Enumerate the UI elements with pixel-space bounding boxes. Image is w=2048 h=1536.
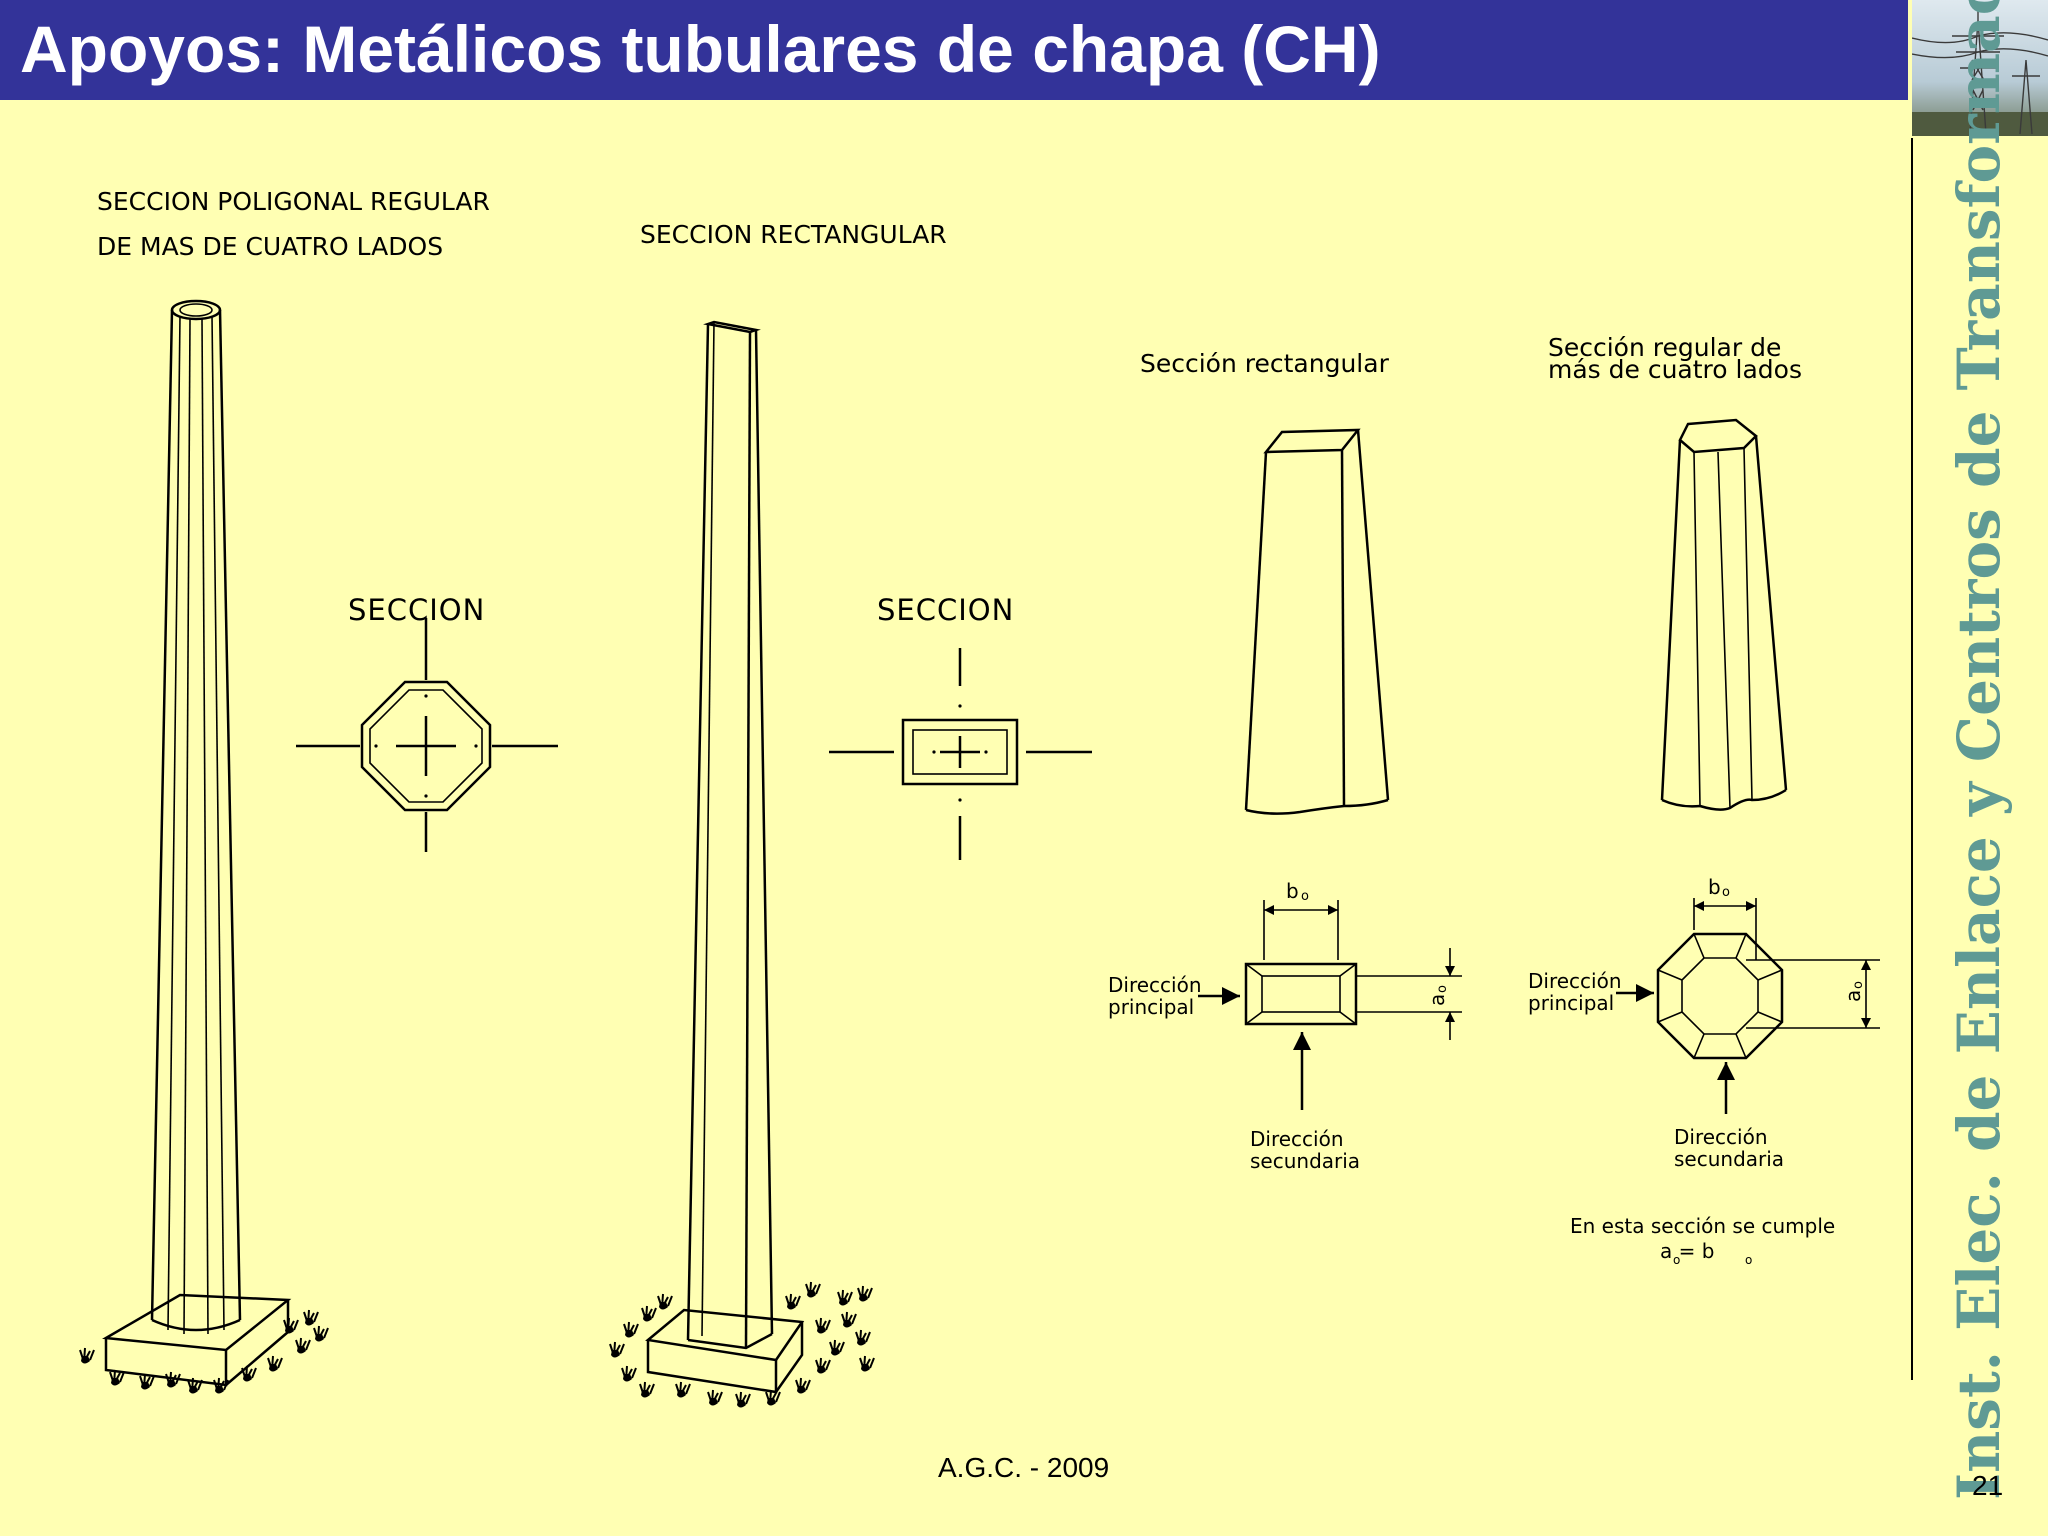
octagon-dimension-diagram <box>1616 898 1880 1114</box>
rect-heading: SECCION RECTANGULAR <box>640 220 947 249</box>
poly-secondary-line-1: Dirección <box>1674 1125 1768 1149</box>
page-number: 21 <box>1972 1470 2004 1501</box>
footer-credit: A.G.C. - 2009 <box>938 1452 1110 1483</box>
power-tower-photo-icon <box>1912 0 2048 136</box>
rect-dim-a-label: a <box>1425 994 1449 1006</box>
poly-secondary-line-2: secundaria <box>1674 1147 1784 1171</box>
rectangle-section <box>829 648 1092 860</box>
poly-dim-b-label: b <box>1708 875 1721 899</box>
rectangular-pole <box>609 320 875 1409</box>
poly-dim-a-label: a <box>1841 990 1865 1002</box>
equality-note-b-sub: o <box>1745 1253 1752 1267</box>
equality-note-line-2: a = b <box>1660 1239 1714 1263</box>
poly-section-title-line-2: más de cuatro lados <box>1548 355 1802 384</box>
polygonal-heading-line-1: SECCION POLIGONAL REGULAR <box>97 187 490 216</box>
technical-drawing: SECCION POLIGONAL REGULAR DE MAS DE CUAT… <box>79 187 1880 1409</box>
rect-principal-line-1: Dirección <box>1108 973 1202 997</box>
polygonal-pole <box>79 299 329 1395</box>
title-bar: Apoyos: Metálicos tubulares de chapa (CH… <box>0 0 1908 100</box>
rect-dim-b-sub: o <box>1301 889 1309 904</box>
poly-principal-line-1: Dirección <box>1528 969 1622 993</box>
side-caption: Inst. Elec. de Enlace y Centros de Trans… <box>1945 0 2013 1500</box>
rect-dim-a-sub: o <box>1435 985 1450 993</box>
poly-dim-a-sub: o <box>1851 981 1866 989</box>
rect-secondary-line-1: Dirección <box>1250 1127 1344 1151</box>
poly-principal-line-2: principal <box>1528 991 1614 1015</box>
rect-principal-line-2: principal <box>1108 995 1194 1019</box>
section-label-1: SECCION <box>348 593 485 627</box>
rect-tapered-pole <box>1244 428 1390 815</box>
rect-secondary-line-2: secundaria <box>1250 1149 1360 1173</box>
section-label-2: SECCION <box>877 593 1014 627</box>
poly-tapered-pole <box>1660 418 1788 811</box>
octagon-section <box>296 618 558 852</box>
side-rule <box>1911 138 1913 1380</box>
equality-note-line-1: En esta sección se cumple <box>1570 1214 1835 1238</box>
equality-note-a-sub: o <box>1673 1253 1680 1267</box>
poly-dim-b-sub: o <box>1722 885 1730 900</box>
rect-section-title: Sección rectangular <box>1140 349 1390 378</box>
poly-section-title-line-1: Sección regular de <box>1548 333 1781 362</box>
slide-title: Apoyos: Metálicos tubulares de chapa (CH… <box>20 12 1381 86</box>
rect-dimension-diagram <box>1198 900 1462 1110</box>
rect-dim-b-label: b <box>1286 879 1299 903</box>
polygonal-heading-line-2: DE MAS DE CUATRO LADOS <box>97 232 443 261</box>
